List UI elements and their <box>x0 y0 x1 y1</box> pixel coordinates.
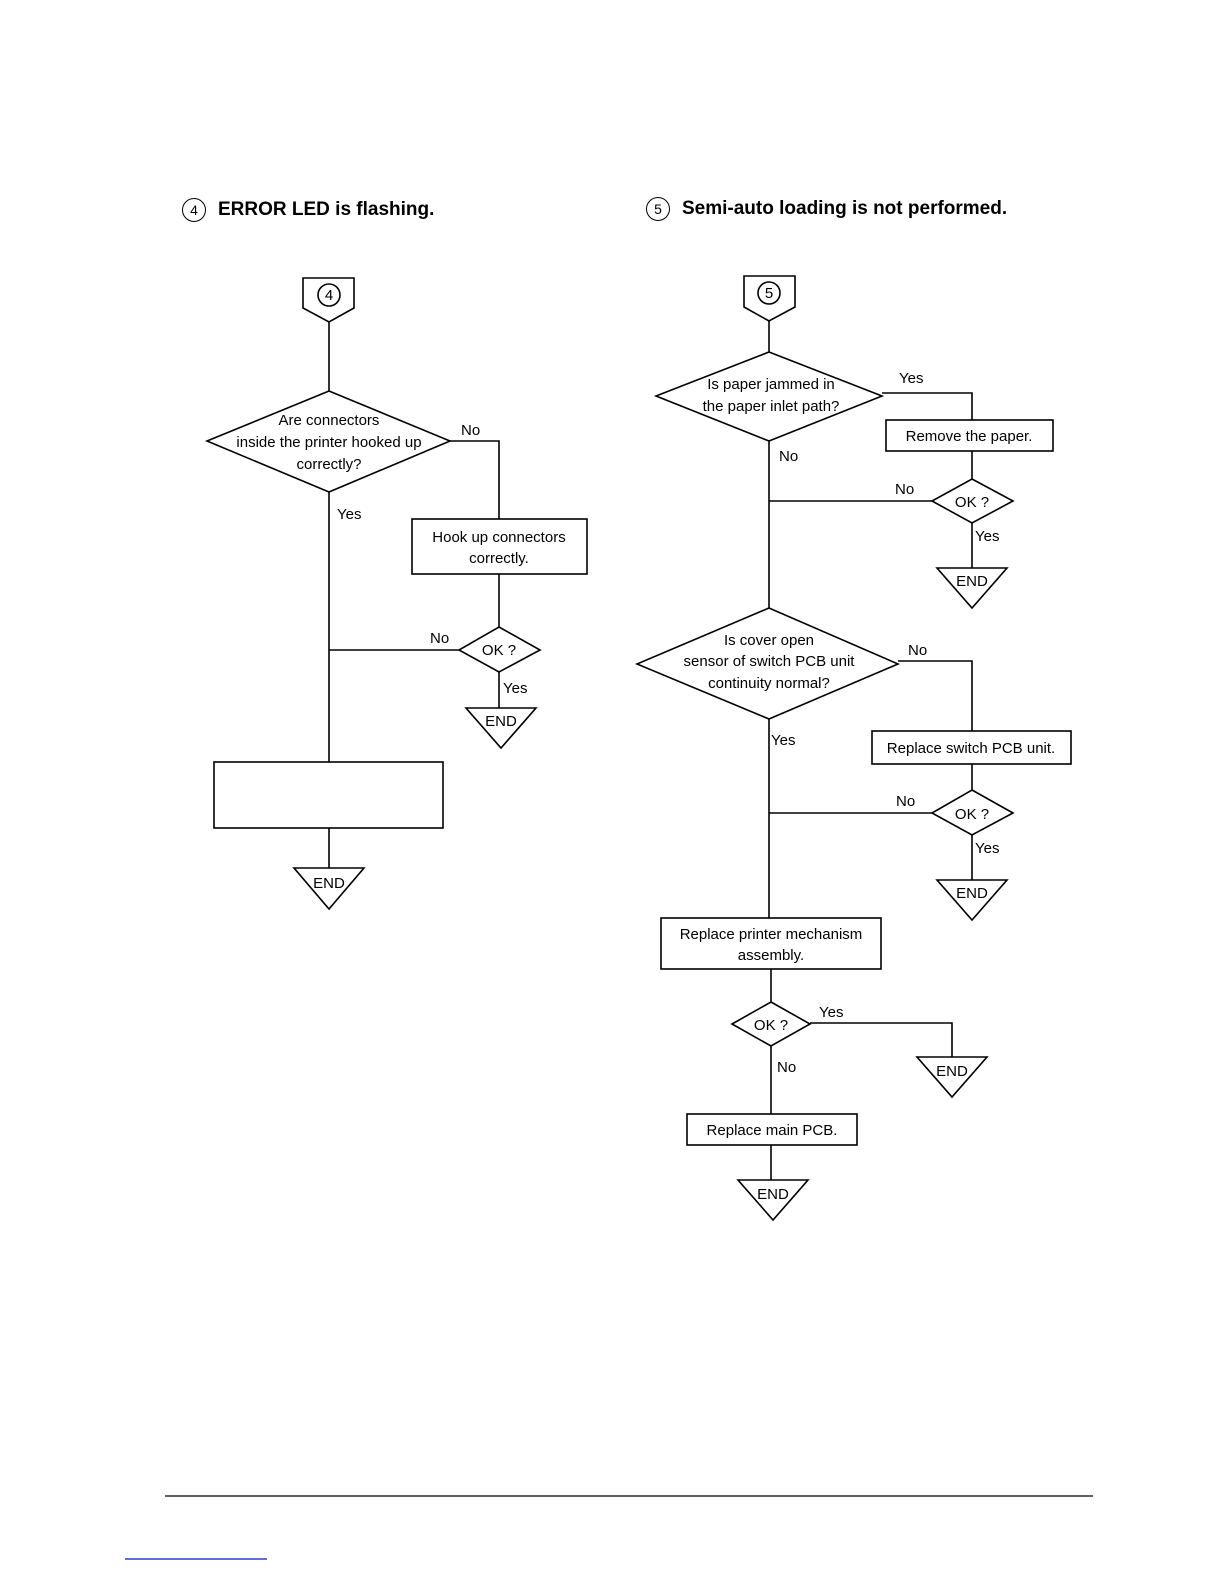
right-ok2-check: OK ? <box>930 789 1015 836</box>
right-action1-label: Remove the paper. <box>906 428 1033 445</box>
left-end-label: END <box>485 713 517 730</box>
right-end2-label: END <box>956 885 988 902</box>
right-ok3-check: OK ? <box>730 1001 812 1047</box>
right-end2-terminal: END <box>935 879 1009 922</box>
right-start-connector: 5 <box>743 275 796 322</box>
right-decision2-line-1: Is cover open <box>724 632 814 649</box>
right-end4-terminal: END <box>736 1179 810 1222</box>
section-5-title: Semi-auto loading is not performed. <box>682 198 1008 219</box>
right-decision1-line-1: Is paper jammed in <box>707 376 835 393</box>
left-ok-check: OK ? <box>457 626 542 673</box>
left-action-line-1: Hook up connectors <box>432 529 565 546</box>
left-decision-yes-label: Yes <box>337 506 361 523</box>
right-action3-line-1: Replace printer mechanism <box>680 926 863 943</box>
right-action2-label: Replace switch PCB unit. <box>887 740 1055 757</box>
right-flowchart: 5 Is paper jammed in the paper inlet pat… <box>634 275 1072 1222</box>
right-decision1-line-2: the paper inlet path? <box>703 398 840 415</box>
section-5-heading: 5 Semi-auto loading is not performed. <box>646 197 1007 221</box>
right-ok3-yes-label: Yes <box>819 1004 843 1021</box>
right-decision-paper-jammed: Is paper jammed in the paper inlet path? <box>653 351 885 442</box>
right-ok3-no-label: No <box>777 1059 796 1076</box>
section-4-title: ERROR LED is flashing. <box>218 199 435 220</box>
right-end3-terminal: END <box>915 1056 989 1099</box>
section-5-number: 5 <box>646 197 670 221</box>
left-end-terminal: END <box>464 707 538 750</box>
left-decision-line-3: correctly? <box>296 456 361 473</box>
right-action-replace-main-pcb: Replace main PCB. <box>686 1113 858 1146</box>
left-ok-yes-label: Yes <box>503 680 527 697</box>
right-ok2-yes-label: Yes <box>975 840 999 857</box>
right-decision1-yes-label: Yes <box>899 370 923 387</box>
left-final-end-label: END <box>313 875 345 892</box>
right-action3-line-2: assembly. <box>738 947 804 964</box>
right-action-replace-mechanism: Replace printer mechanism assembly. <box>660 917 882 970</box>
right-end1-label: END <box>956 573 988 590</box>
left-flowchart: 4 Are connectors inside the printer hook… <box>204 277 588 911</box>
right-action-replace-switch-pcb: Replace switch PCB unit. <box>871 730 1072 765</box>
left-decision-connectors: Are connectors inside the printer hooked… <box>204 390 453 493</box>
left-decision-line-2: inside the printer hooked up <box>236 434 421 451</box>
left-start-connector: 4 <box>302 277 355 323</box>
left-ok-label: OK ? <box>482 642 516 659</box>
left-ok-no-label: No <box>430 630 449 647</box>
right-start-number: 5 <box>765 285 773 302</box>
right-ok3-label: OK ? <box>754 1017 788 1034</box>
right-decision2-no-label: No <box>908 642 927 659</box>
left-start-number: 4 <box>325 287 333 304</box>
right-ok1-yes-label: Yes <box>975 528 999 545</box>
right-action-remove-paper: Remove the paper. <box>885 419 1054 452</box>
left-empty-box <box>213 761 444 829</box>
left-decision-line-1: Are connectors <box>279 412 380 429</box>
right-decision2-line-2: sensor of switch PCB unit <box>684 653 856 670</box>
right-action4-label: Replace main PCB. <box>707 1122 838 1139</box>
left-decision-no-label: No <box>461 422 480 439</box>
right-end3-label: END <box>936 1063 968 1080</box>
right-decision1-no-label: No <box>779 448 798 465</box>
right-ok1-no-label: No <box>895 481 914 498</box>
left-action-hook-up: Hook up connectors correctly. <box>411 518 588 575</box>
left-final-end-terminal: END <box>292 867 366 911</box>
right-ok2-label: OK ? <box>955 806 989 823</box>
right-ok1-label: OK ? <box>955 494 989 511</box>
section-4-number: 4 <box>182 198 206 222</box>
right-decision2-yes-label: Yes <box>771 732 795 749</box>
left-action-line-2: correctly. <box>469 550 529 567</box>
right-ok2-no-label: No <box>896 793 915 810</box>
section-4-heading: 4 ERROR LED is flashing. <box>182 198 434 222</box>
right-decision-cover-sensor: Is cover open sensor of switch PCB unit … <box>634 607 901 720</box>
right-decision2-line-3: continuity normal? <box>708 675 830 692</box>
right-end1-terminal: END <box>935 567 1009 610</box>
right-ok1-check: OK ? <box>930 478 1015 524</box>
right-end4-label: END <box>757 1186 789 1203</box>
